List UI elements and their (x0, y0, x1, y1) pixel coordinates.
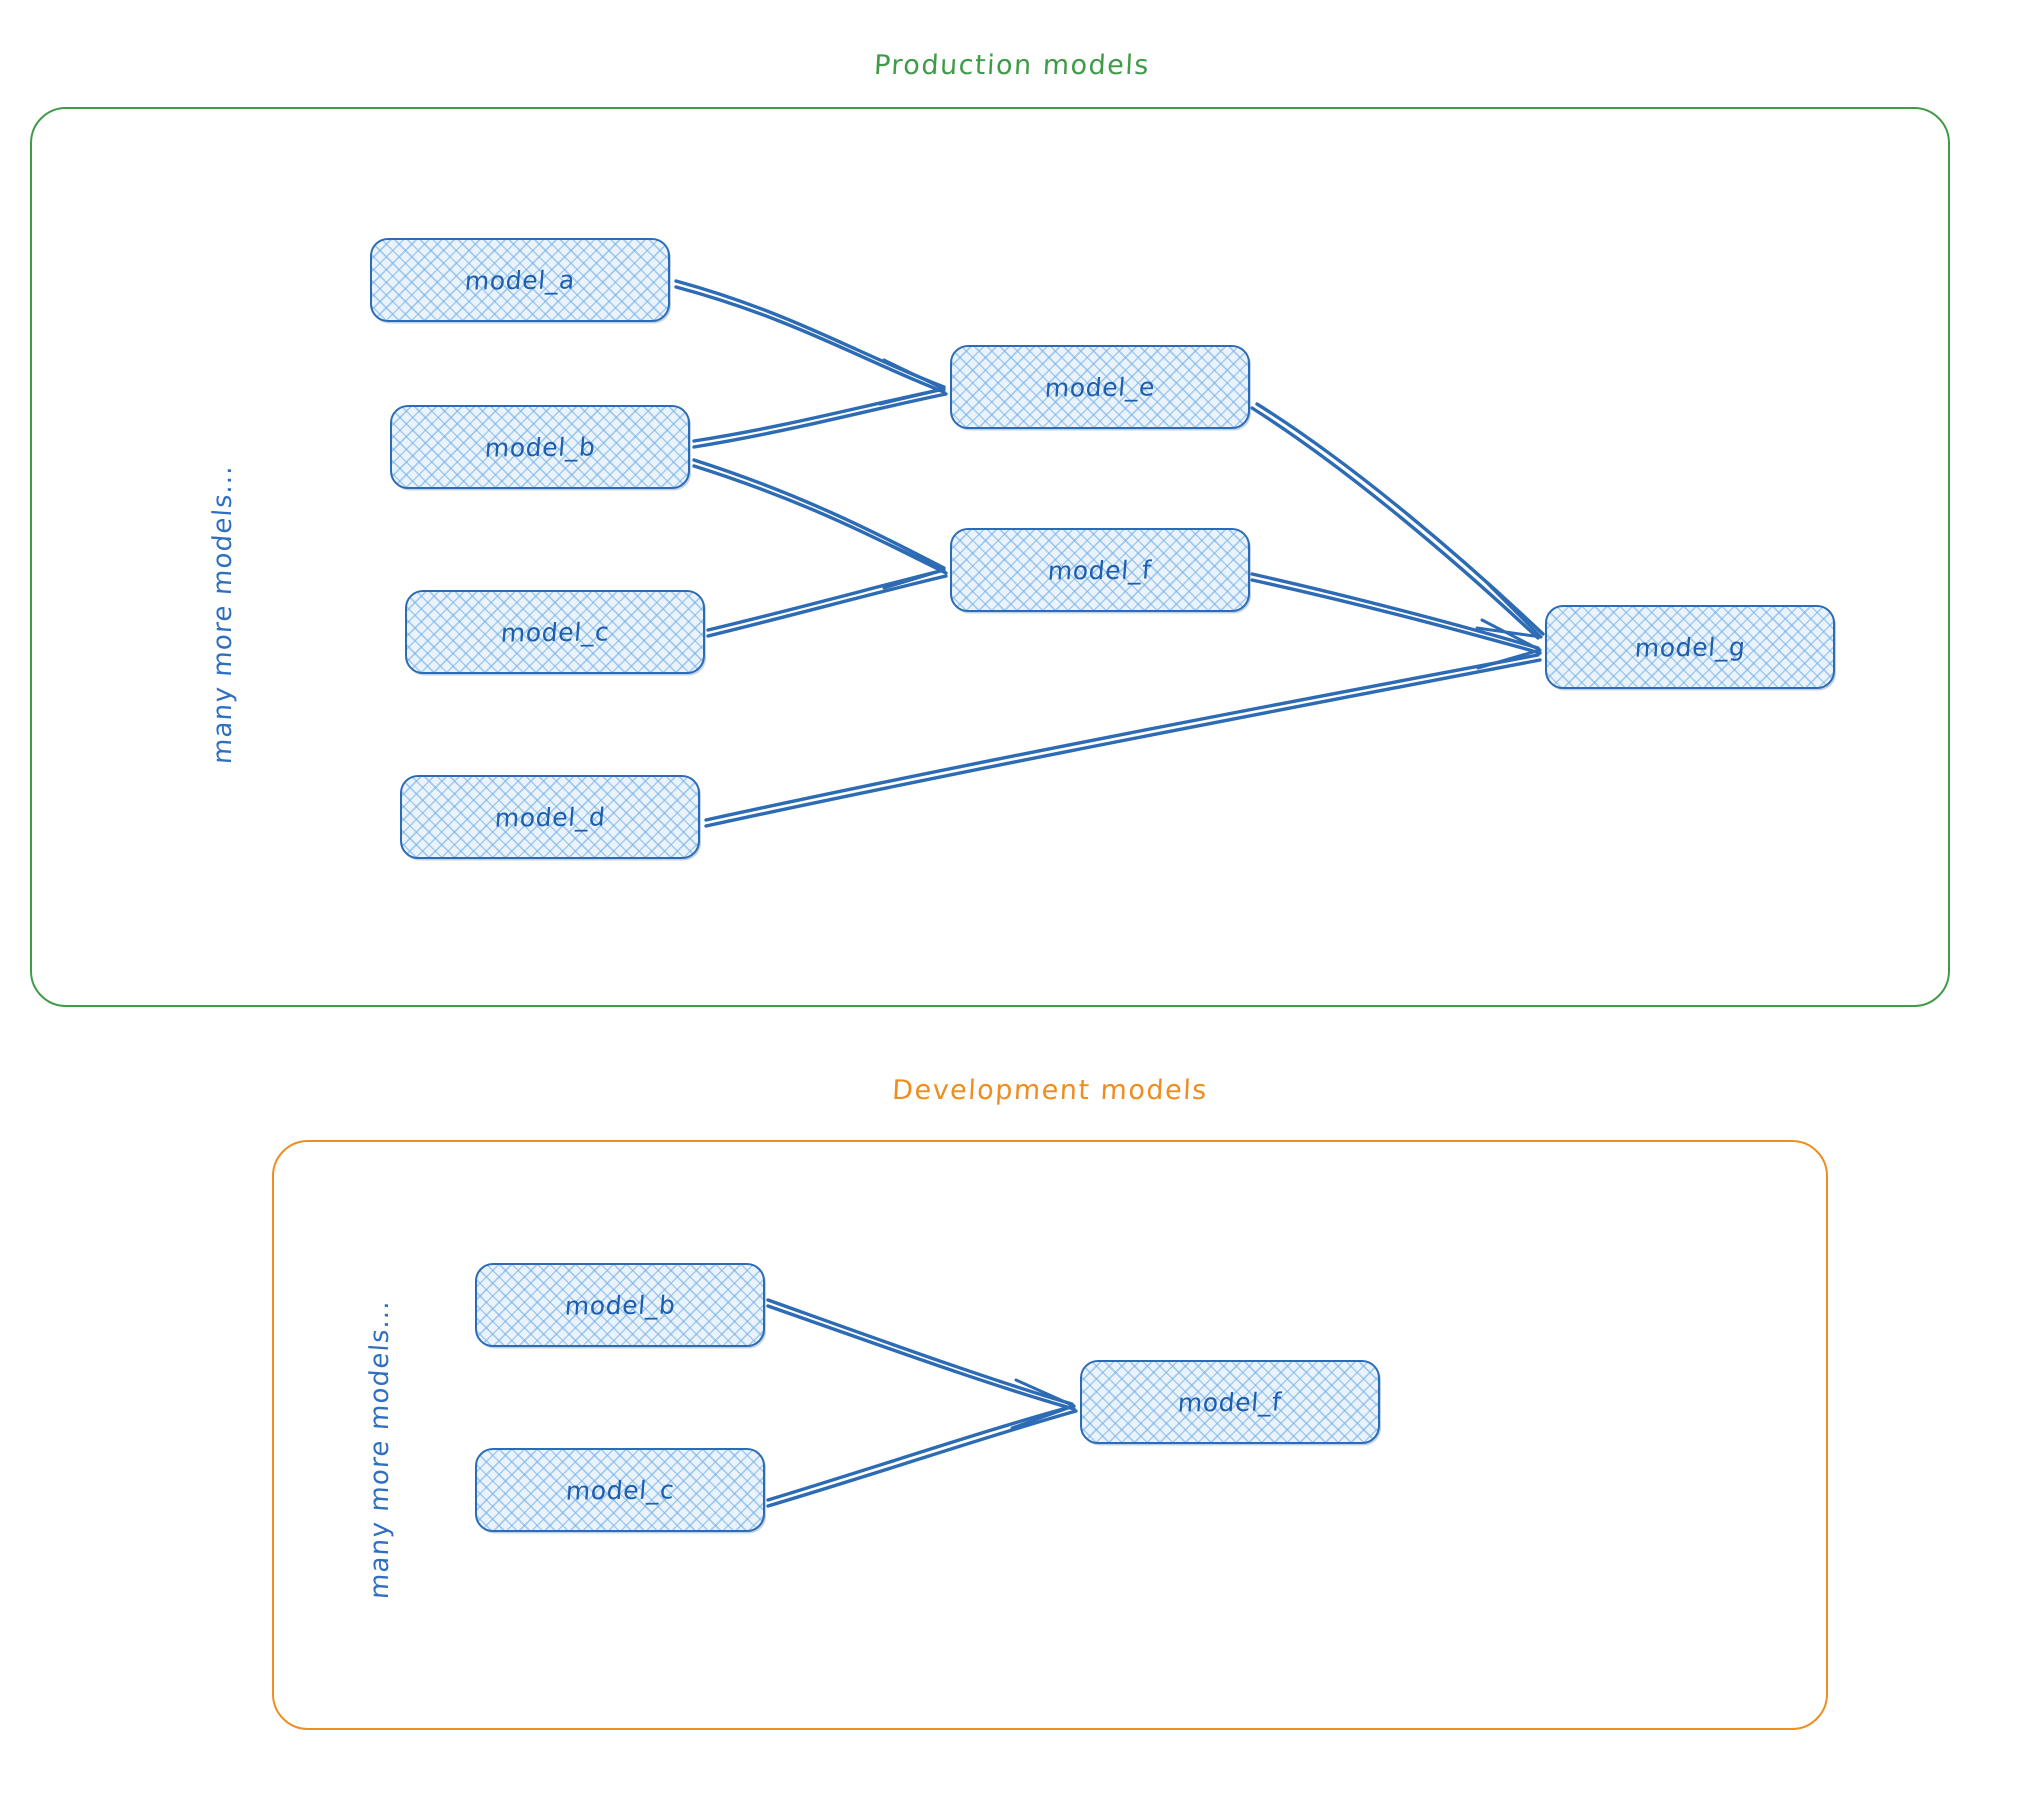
development-group-title: Development models (891, 1075, 1209, 1106)
node-development-model-b[interactable]: model_b (475, 1263, 765, 1347)
node-label: model_b (483, 431, 597, 463)
node-label: model_c (499, 616, 611, 648)
node-label: model_g (1633, 631, 1747, 663)
node-production-model-b[interactable]: model_b (390, 405, 690, 489)
development-group-container (272, 1140, 1828, 1730)
node-production-model-a[interactable]: model_a (370, 238, 670, 322)
node-development-model-f[interactable]: model_f (1080, 1360, 1380, 1444)
node-production-model-c[interactable]: model_c (405, 590, 705, 674)
production-many-more-models-label: many more models... (208, 463, 238, 765)
development-many-more-models-label: many more models... (365, 1298, 395, 1600)
node-development-model-c[interactable]: model_c (475, 1448, 765, 1532)
node-label: model_a (463, 264, 577, 296)
node-production-model-g[interactable]: model_g (1545, 605, 1835, 689)
node-label: model_f (1177, 1386, 1283, 1418)
node-production-model-f[interactable]: model_f (950, 528, 1250, 612)
node-production-model-e[interactable]: model_e (950, 345, 1250, 429)
node-production-model-d[interactable]: model_d (400, 775, 700, 859)
production-group-container (30, 107, 1950, 1007)
node-label: model_d (493, 801, 607, 833)
node-label: model_f (1047, 554, 1153, 586)
node-label: model_e (1043, 371, 1157, 403)
node-label: model_c (564, 1474, 676, 1506)
production-group-title: Production models (873, 50, 1151, 81)
node-label: model_b (563, 1289, 677, 1321)
